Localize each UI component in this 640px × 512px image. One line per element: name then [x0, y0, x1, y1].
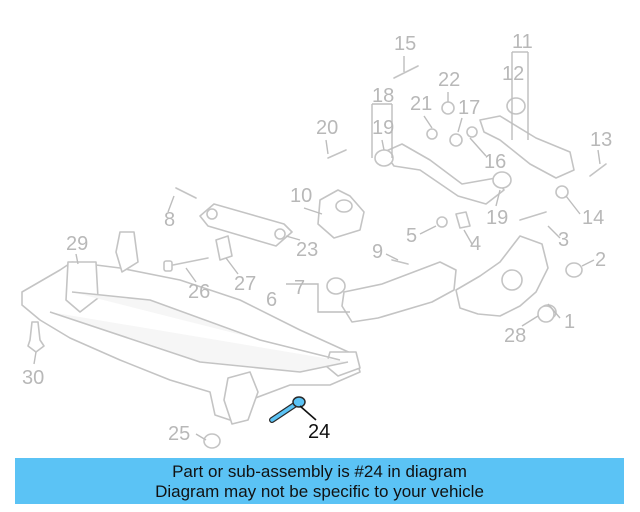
callout-22: 22 — [438, 69, 460, 91]
callout-19a: 19 — [372, 117, 394, 139]
bolt-8-part — [175, 187, 197, 199]
callout-4: 4 — [470, 233, 481, 255]
banner-line-2: Diagram may not be specific to your vehi… — [155, 482, 484, 501]
callout-17: 17 — [458, 97, 480, 119]
link-23-part — [199, 203, 293, 247]
bushing-2-part — [565, 262, 583, 278]
banner-line-1: Part or sub-assembly is #24 in diagram — [172, 462, 467, 481]
callout-27: 27 — [234, 273, 256, 295]
callout-21: 21 — [410, 93, 432, 115]
control-arm-6-part — [326, 261, 457, 323]
bolt-3-part — [519, 211, 547, 221]
bolt-30-part — [27, 321, 45, 353]
bolt-9-part — [391, 259, 409, 265]
callout-23: 23 — [296, 239, 318, 261]
callout-19b: 19 — [486, 207, 508, 229]
upper-arm-18-part — [374, 143, 512, 205]
subframe-part — [21, 231, 361, 425]
bolt-24-part — [269, 396, 306, 423]
callout-26: 26 — [188, 281, 210, 303]
callout-7: 7 — [294, 277, 305, 299]
leader-lines — [33, 56, 601, 441]
bracket-4-part — [455, 211, 471, 229]
callout-3: 3 — [558, 229, 569, 251]
callout-18: 18 — [372, 85, 394, 107]
callout-2: 2 — [595, 249, 606, 271]
bushing-28-part — [537, 305, 555, 323]
callout-16: 16 — [484, 151, 506, 173]
callout-24: 24 — [308, 421, 330, 443]
bolt-15-part — [393, 65, 419, 79]
bushing-25-part — [203, 433, 221, 449]
rings-16-22-part — [426, 101, 478, 147]
callout-13: 13 — [590, 129, 612, 151]
group-brackets — [286, 51, 529, 313]
callout-25: 25 — [168, 423, 190, 445]
bolt-13-part — [589, 163, 607, 177]
callout-1: 1 — [564, 311, 575, 333]
callout-12: 12 — [502, 63, 524, 85]
bolt-20-part — [327, 149, 347, 159]
callout-5: 5 — [406, 225, 417, 247]
callout-14: 14 — [582, 207, 604, 229]
callout-15: 15 — [394, 33, 416, 55]
callout-10: 10 — [290, 185, 312, 207]
callout-28: 28 — [504, 325, 526, 347]
callout-11: 11 — [512, 31, 533, 53]
callout-20: 20 — [316, 117, 338, 139]
callout-6: 6 — [266, 289, 277, 311]
mount-10-part — [317, 189, 365, 239]
bushing-14-part — [555, 185, 569, 199]
callout-9: 9 — [372, 241, 383, 263]
bracket-27-part — [215, 235, 233, 261]
bushing-5-part — [436, 216, 448, 228]
callout-8: 8 — [164, 209, 175, 231]
bolt-26-part — [163, 257, 209, 272]
info-banner: Part or sub-assembly is #24 in diagram D… — [15, 458, 624, 504]
callout-29: 29 — [66, 233, 88, 255]
callout-30: 30 — [22, 367, 44, 389]
